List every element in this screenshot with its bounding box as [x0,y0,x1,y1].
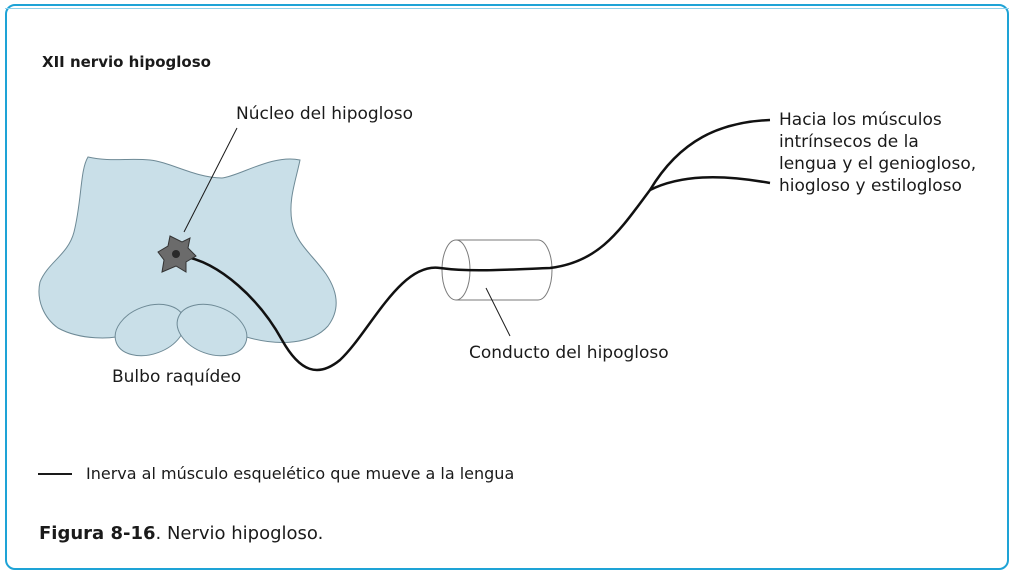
label-conducto: Conducto del hipogloso [469,343,669,363]
label-hacia-line: lengua y el geniogloso, [779,154,977,174]
label-hacia-line: intrínsecos de la [779,132,919,152]
label-nucleo: Núcleo del hipogloso [236,104,414,124]
legend-text: Inerva al músculo esquelético que mueve … [86,464,515,483]
leader-nucleo [183,127,238,233]
label-hacia: Hacia los músculos intrínsecos de la len… [779,109,976,197]
neuron-nucleus [172,250,180,258]
figure-number: Figura 8-16 [39,523,156,544]
figure-caption-text: . Nervio hipogloso. [155,523,324,544]
frame-top-accent [5,8,1009,9]
legend: Inerva al músculo esquelético que mueve … [38,464,514,483]
figure-caption: Figura 8-16. Nervio hipogloso. [39,523,323,544]
label-bulbo: Bulbo raquídeo [112,367,242,387]
leader-conducto [485,287,511,337]
hypoglossal-nerve-branch [649,175,771,192]
diagram-title: XII nervio hipogloso [42,53,211,71]
legend-line-swatch [38,472,72,475]
label-hacia-line: Hacia los músculos [779,110,942,130]
pyramid-right [176,303,248,357]
label-hacia-line: hiogloso y estilogloso [779,176,962,196]
